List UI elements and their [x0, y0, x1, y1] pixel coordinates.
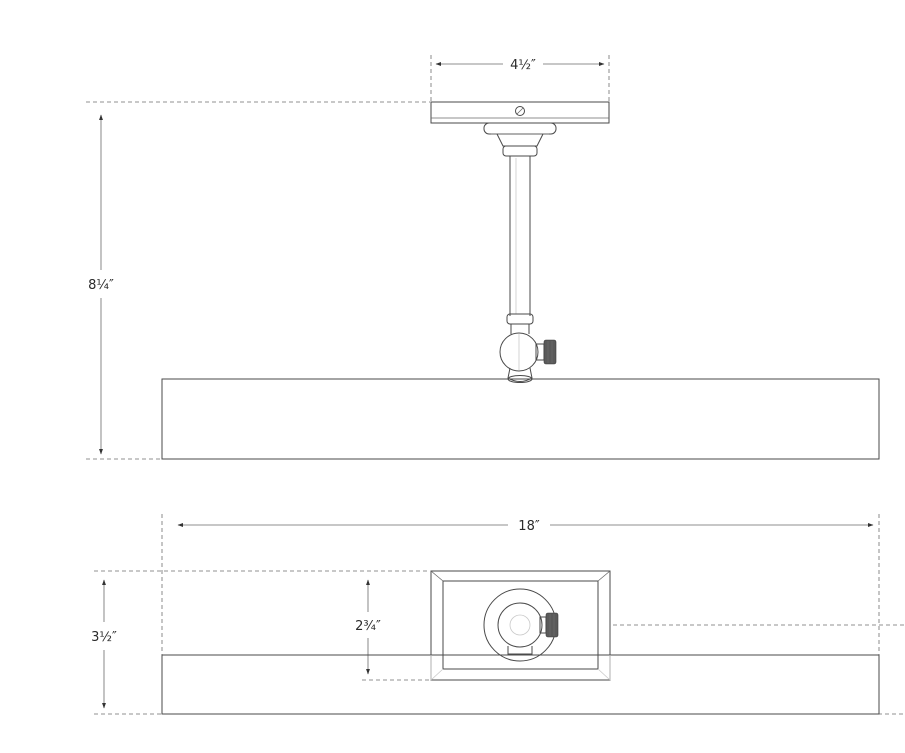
canopy-cup [483, 122, 557, 135]
shade-length-label: 18″ [518, 519, 540, 534]
canopy-outer [430, 570, 611, 681]
canopy-bevel-bl [430, 668, 444, 681]
swivel-ball-center [509, 614, 531, 636]
canopy-bevel-tr [597, 570, 611, 582]
shade-length-dimension: 18″ [161, 514, 880, 655]
swivel-outer-ring [483, 588, 557, 662]
swivel-ball [499, 332, 539, 372]
shade-front [161, 378, 880, 460]
canopy-plate [430, 101, 610, 124]
shade-side [161, 654, 880, 715]
side-elevation: 18″ 3½″ 2¾″ [91, 514, 905, 715]
canopy-collar [483, 122, 557, 157]
canopy-underside [430, 570, 611, 681]
stem-collar-lower [506, 313, 534, 325]
overall-height-label: 8¼″ [88, 278, 114, 293]
canopy-screw-slot [516, 107, 524, 115]
canopy-bevel-tl [430, 570, 444, 582]
adjustment-knob-icon [543, 339, 557, 365]
swivel-underside [483, 588, 559, 662]
canopy-neck [496, 133, 544, 147]
canopy [430, 101, 610, 124]
canopy-width-label: 4½″ [510, 58, 536, 73]
swivel-ball-top [497, 602, 543, 648]
canopy-bevel-br [597, 668, 611, 681]
overall-height-dimension: 8¼″ [86, 101, 430, 460]
canopy-inner [442, 580, 599, 670]
front-elevation: 4½″ 8¼″ [86, 55, 880, 460]
swivel-arm-stub [507, 646, 533, 655]
swivel-knuckle [499, 332, 557, 383]
canopy-screw-icon [515, 106, 525, 116]
overall-depth-label: 3½″ [91, 630, 117, 645]
canopy-depth-label: 2¾″ [355, 619, 381, 634]
stem [506, 156, 534, 334]
adjustment-knob-top-icon [545, 612, 559, 638]
canopy-width-dimension: 4½″ [430, 55, 610, 102]
overall-depth-dimension: 3½″ [91, 570, 905, 715]
stem-collar-upper [502, 145, 538, 157]
canopy-depth-dimension: 2¾″ [355, 579, 430, 681]
